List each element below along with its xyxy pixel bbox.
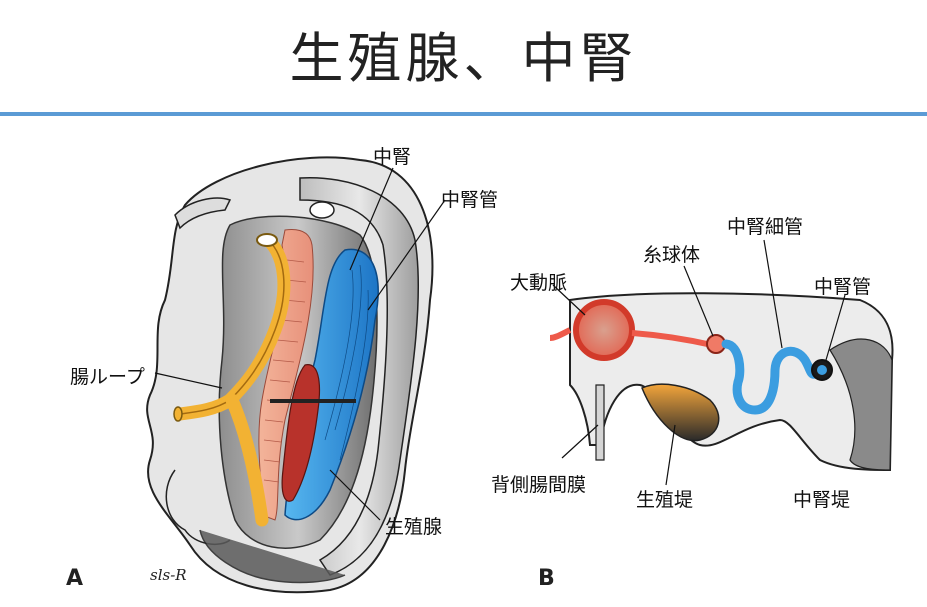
page-title: 生殖腺、中腎: [289, 27, 638, 90]
dorsal-mesentery-b: [595, 384, 605, 461]
leader-gut-loop: [154, 372, 223, 389]
label-aorta: 大動脈: [510, 272, 568, 294]
label-mesonephros: 中腎: [373, 146, 412, 168]
label-gut-loop: 腸ループ: [70, 366, 145, 388]
dorsal-mesentery-a: [258, 229, 314, 521]
amnion-flap: [174, 197, 232, 230]
aorta: [573, 299, 635, 361]
leader-mesonephric-duct-b: [825, 294, 846, 361]
label-genital-ridge: 生殖堤: [636, 489, 694, 511]
mesonephros-texture: [324, 264, 369, 461]
label-mesonephric-duct-a: 中腎管: [441, 189, 499, 211]
mesonephric-ridge-shadow: [829, 338, 893, 471]
neural-tube: [309, 201, 335, 219]
leader-dorsal-mesentery: [561, 424, 599, 459]
panel-a-letter: A: [66, 566, 84, 591]
leader-glomerulus: [683, 265, 714, 337]
genital-ridge-b: [641, 383, 720, 442]
mesonephric-tubule: [721, 339, 825, 415]
gut-loop-descending: [225, 393, 269, 527]
gonad-a: [281, 364, 321, 502]
leader-gonad: [329, 469, 381, 521]
leader-tubule: [763, 239, 783, 349]
leader-mesonephros: [349, 167, 394, 271]
label-mesonephric-duct-b: 中腎管: [814, 276, 872, 298]
label-mesonephric-tubule: 中腎細管: [727, 216, 804, 238]
leader-aorta: [552, 284, 586, 316]
label-glomerulus: 糸球体: [643, 244, 701, 266]
panel-b-letter: B: [538, 566, 555, 591]
label-gonad: 生殖腺: [385, 516, 443, 538]
title-divider: [0, 112, 927, 116]
leader-mesonephric-duct-a: [367, 199, 446, 311]
aorta-branch: [631, 330, 713, 348]
artist-signature: sls-R: [150, 566, 187, 584]
label-mesonephric-ridge: 中腎堤: [793, 489, 851, 511]
label-dorsal-mesentery: 背側腸間膜: [491, 474, 587, 496]
leader-genital-ridge: [665, 424, 676, 486]
gut-loop-opening: [256, 233, 278, 247]
